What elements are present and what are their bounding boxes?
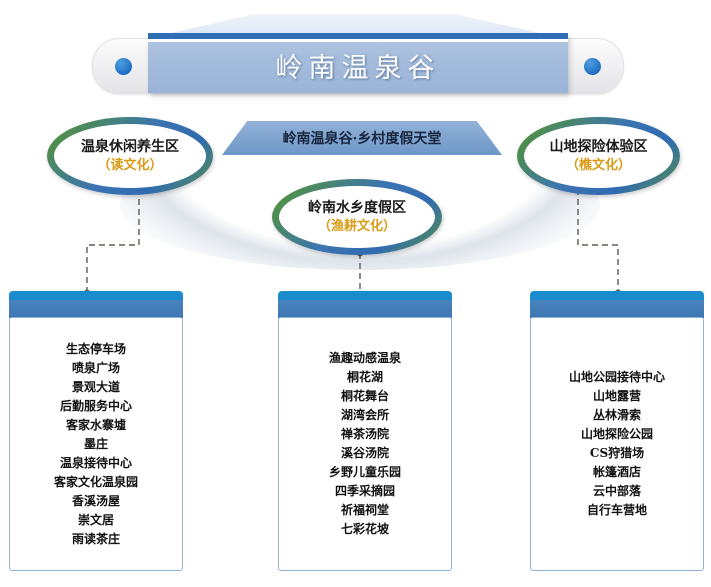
list-item[interactable]: 雨读茶庄 <box>71 531 120 546</box>
list-item[interactable]: 丛林滑索 <box>592 408 641 422</box>
list-item[interactable]: 桐花舞台 <box>340 389 389 403</box>
box-header-strip <box>9 291 183 300</box>
list-item[interactable]: 山地探险公园 <box>580 427 653 441</box>
zone-node-water-village[interactable]: 岭南水乡度假区 （渔耕文化） <box>272 179 442 255</box>
zone-node-hot-spring[interactable]: 温泉休闲养生区 （读文化） <box>47 117 213 195</box>
box-header-band <box>9 300 183 318</box>
facility-list-box-right: 山地公园接待中心山地露营丛林滑索山地探险公园 CS狩猎场帐篷酒店云中部落自行车营地 <box>530 291 704 571</box>
facility-list-box-center: 渔趣动感温泉桐花湖桐花舞台湖湾会所禅茶汤院溪谷汤院乡野儿童乐园四季采摘园祈福祠堂… <box>278 291 452 571</box>
zone-node-inner: 岭南水乡度假区 （渔耕文化） <box>279 186 435 248</box>
zone-node-inner: 山地探险体验区 （樵文化） <box>524 124 673 188</box>
list-item[interactable]: 客家水寨墟 <box>65 417 126 432</box>
zone-title: 岭南水乡度假区 <box>308 199 406 216</box>
list-item[interactable]: 后勤服务中心 <box>59 398 132 413</box>
list-item[interactable]: CS狩猎场 <box>589 446 645 460</box>
list-item[interactable]: 景观大道 <box>71 379 120 394</box>
list-item[interactable]: 客家文化温泉园 <box>53 474 138 489</box>
list-item[interactable]: 山地露营 <box>592 389 641 403</box>
title-plate: 岭南温泉谷 <box>148 33 568 93</box>
list-item[interactable]: 溪谷汤院 <box>340 446 389 460</box>
list-item[interactable]: 禅茶汤院 <box>340 427 389 441</box>
list-item[interactable]: 崇文居 <box>77 512 114 527</box>
zone-subtitle: （读文化） <box>97 157 163 173</box>
box-header-band <box>530 300 704 318</box>
page-title: 岭南温泉谷 <box>275 53 441 84</box>
facility-list-box-left: 生态停车场喷泉广场景观大道后勤服务中心客家水寨墟墨庄温泉接待中心客家文化温泉园香… <box>9 291 183 571</box>
zone-subtitle: （渔耕文化） <box>317 218 396 234</box>
box-item-list: 生态停车场喷泉广场景观大道后勤服务中心客家水寨墟墨庄温泉接待中心客家文化温泉园香… <box>9 317 183 571</box>
box-header-band <box>278 300 452 318</box>
list-item[interactable]: 自行车营地 <box>586 503 647 517</box>
box-item-list: 山地公园接待中心山地露营丛林滑索山地探险公园 CS狩猎场帐篷酒店云中部落自行车营地 <box>530 317 704 571</box>
list-item[interactable]: 山地公园接待中心 <box>568 370 665 384</box>
list-item[interactable]: 桐花湖 <box>346 370 383 384</box>
list-item[interactable]: 渔趣动感温泉 <box>328 351 401 365</box>
list-item[interactable]: 祈福祠堂 <box>340 503 389 517</box>
subtitle-ribbon: 岭南温泉谷·乡村度假天堂 <box>222 121 502 155</box>
subtitle-text: 岭南温泉谷·乡村度假天堂 <box>282 131 442 147</box>
list-item[interactable]: 香溪汤屋 <box>71 493 120 508</box>
capsule-dot-left-icon <box>115 58 132 75</box>
list-item[interactable]: 温泉接待中心 <box>59 455 132 470</box>
list-item[interactable]: 云中部落 <box>592 484 641 498</box>
zone-node-inner: 温泉休闲养生区 （读文化） <box>54 124 206 188</box>
zone-node-mountain-adventure[interactable]: 山地探险体验区 （樵文化） <box>517 117 680 195</box>
box-header-strip <box>278 291 452 300</box>
capsule-dot-right-icon <box>584 58 601 75</box>
zone-subtitle: （樵文化） <box>565 157 631 173</box>
list-item[interactable]: 四季采摘园 <box>334 484 395 498</box>
list-item[interactable]: 喷泉广场 <box>71 360 120 375</box>
list-item[interactable]: 生态停车场 <box>65 341 126 356</box>
box-item-list: 渔趣动感温泉桐花湖桐花舞台湖湾会所禅茶汤院溪谷汤院乡野儿童乐园四季采摘园祈福祠堂… <box>278 317 452 571</box>
title-assembly: 岭南温泉谷 <box>0 0 711 105</box>
zone-title: 温泉休闲养生区 <box>81 138 179 155</box>
list-item[interactable]: 湖湾会所 <box>340 408 389 422</box>
list-item[interactable]: 乡野儿童乐园 <box>328 465 401 479</box>
title-plate-accent-bar <box>148 33 568 42</box>
box-header-strip <box>530 291 704 300</box>
zone-title: 山地探险体验区 <box>549 138 648 155</box>
list-item[interactable]: 帐篷酒店 <box>592 465 641 479</box>
list-item[interactable]: 七彩花坡 <box>340 522 389 536</box>
list-item[interactable]: 墨庄 <box>83 436 108 451</box>
